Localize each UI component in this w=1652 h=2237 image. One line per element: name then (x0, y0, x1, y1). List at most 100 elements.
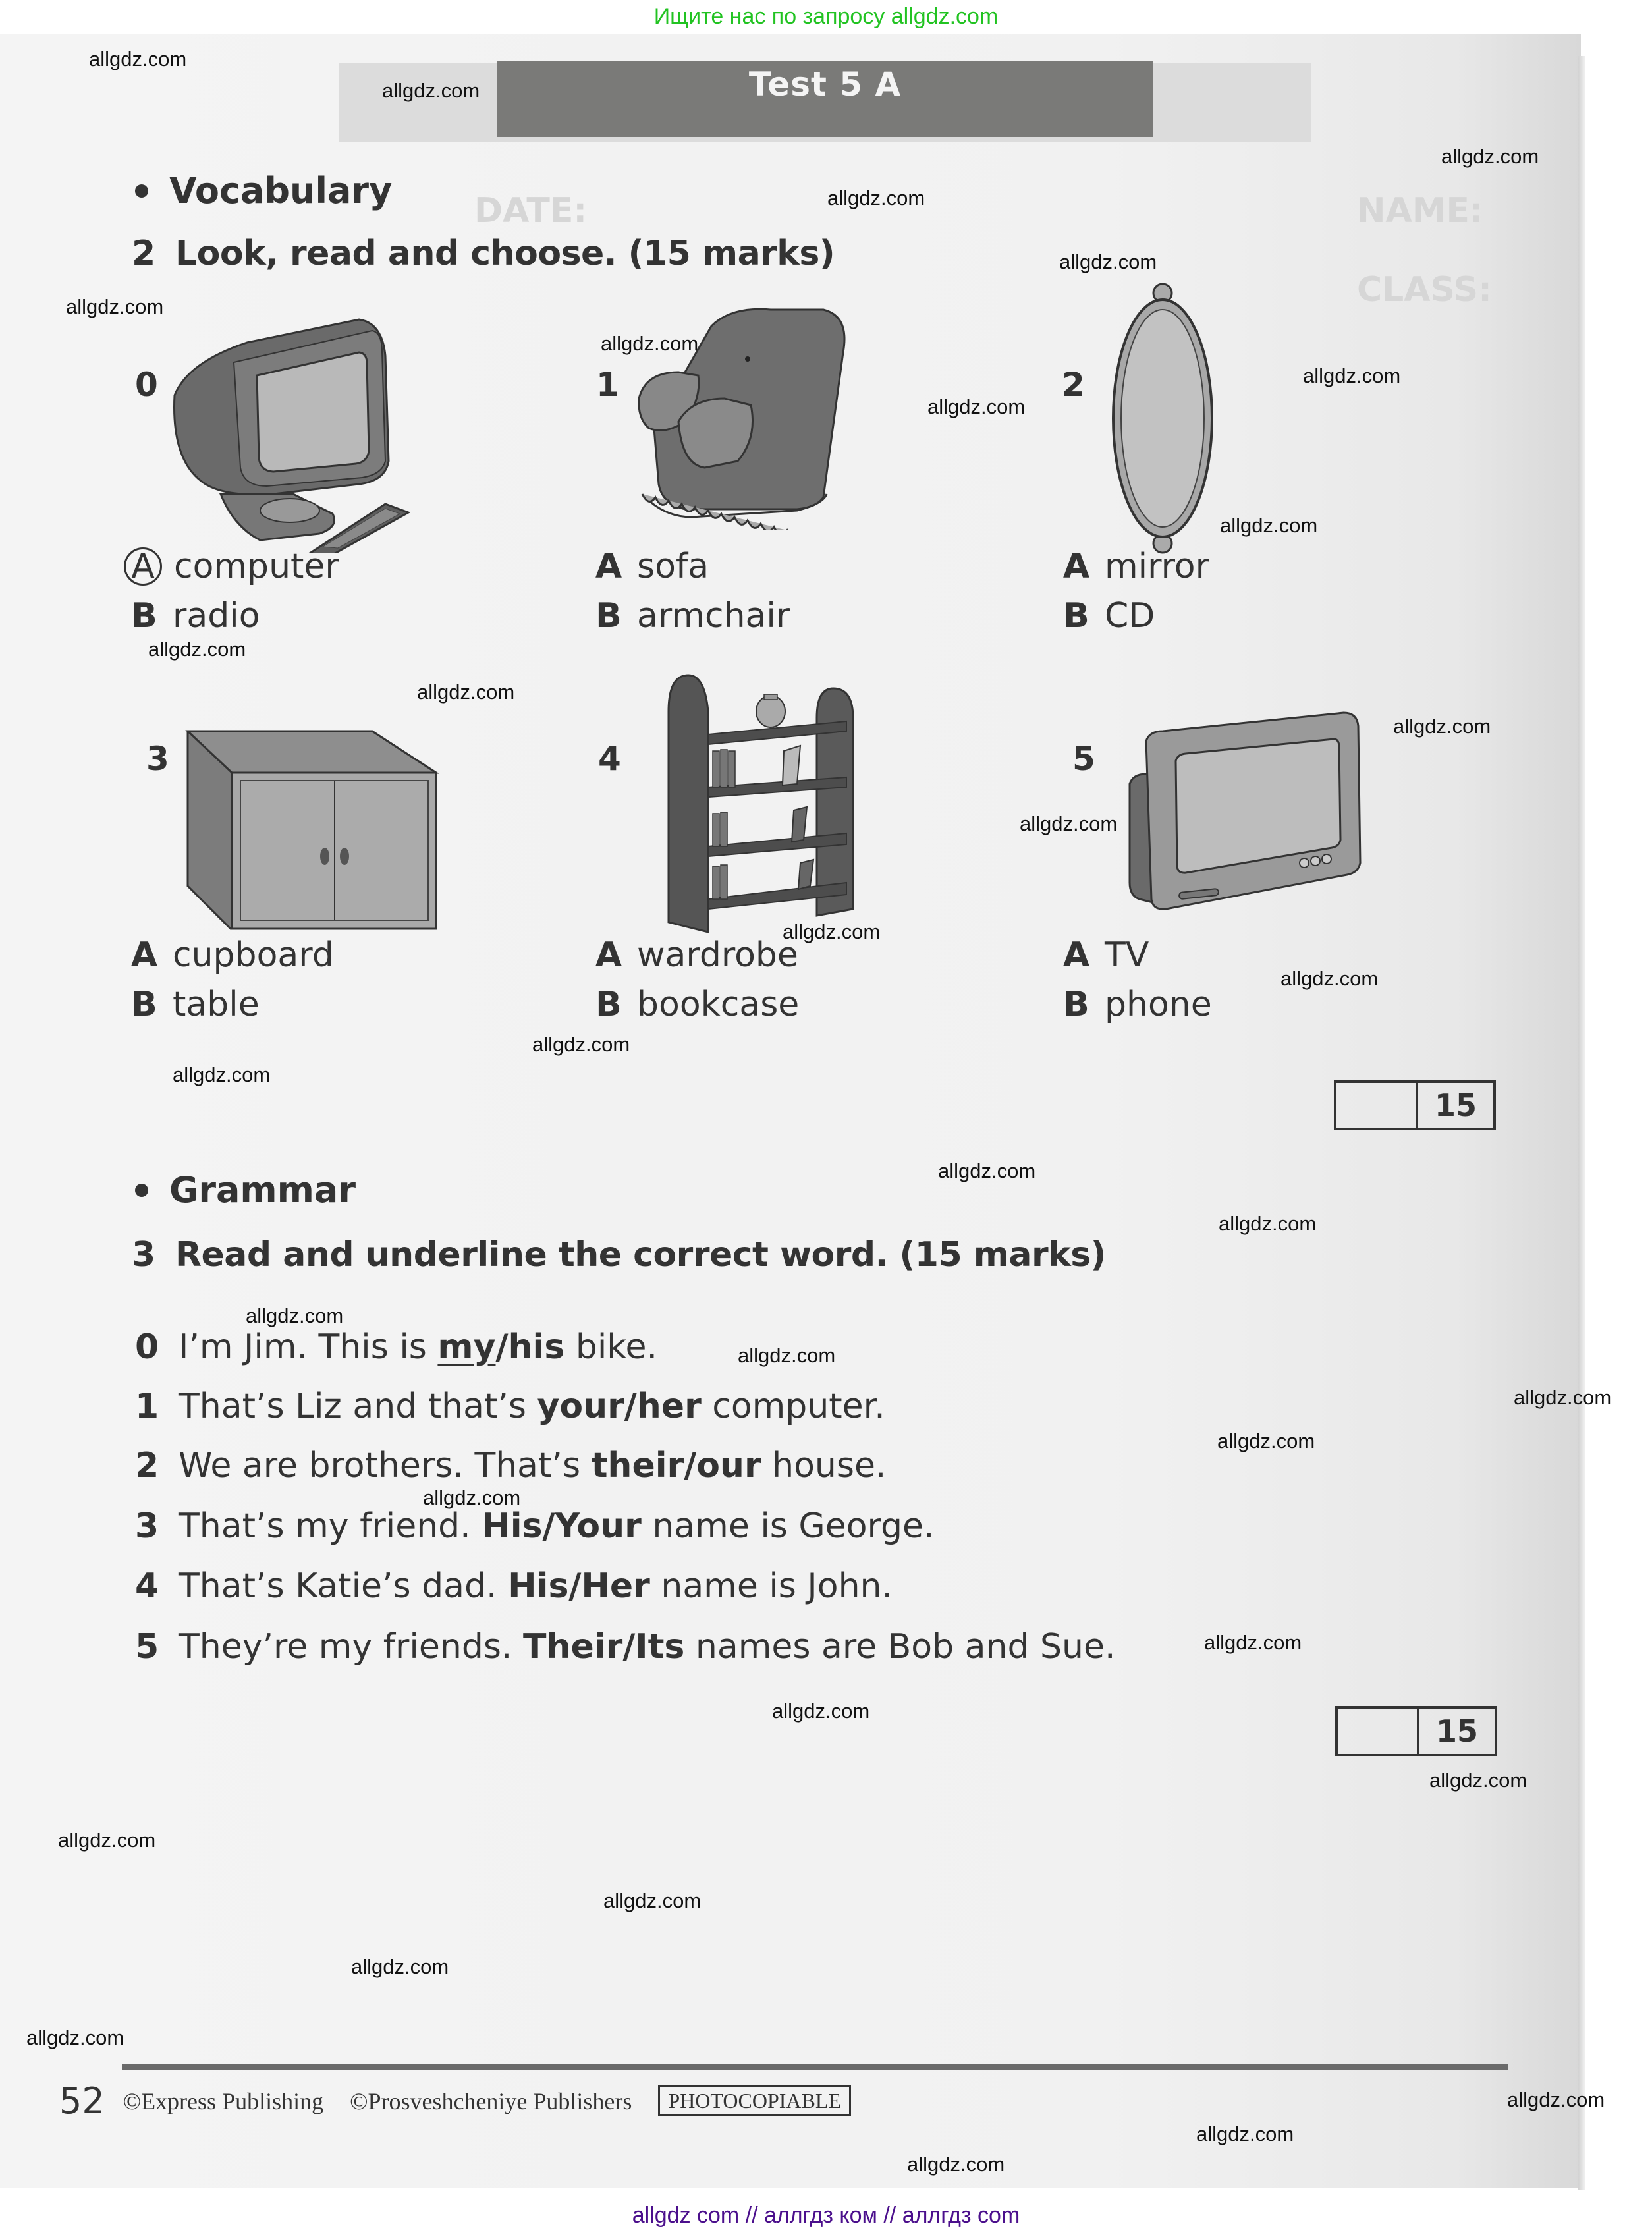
choice-their[interactable]: their (591, 1446, 684, 1485)
choice-your[interactable]: Your (555, 1506, 642, 1546)
choice-separator: / (684, 1446, 697, 1485)
watermark: allgdz.com (1280, 967, 1379, 990)
choice-their[interactable]: Their (522, 1627, 623, 1667)
page-edge (1578, 56, 1585, 2190)
choice-separator: / (495, 1327, 509, 1367)
sentence-text: computer. (701, 1387, 885, 1426)
watermark: allgdz.com (246, 1304, 344, 1327)
option-letter: B (1063, 596, 1089, 636)
option-b-armchair[interactable]: B armchair (590, 596, 790, 636)
option-a-sofa[interactable]: A sofa (590, 547, 709, 586)
choice-her[interactable]: Her (581, 1566, 650, 1606)
option-text: mirror (1105, 547, 1209, 586)
choice-his[interactable]: his (508, 1327, 565, 1367)
ghost-text: NAME: (1357, 191, 1483, 231)
option-letter: B (131, 985, 157, 1024)
option-text: table (173, 985, 260, 1024)
sentence-text: I’m Jim. This is (179, 1327, 438, 1367)
option-text: phone (1105, 985, 1212, 1024)
option-a-tv[interactable]: A TV (1057, 935, 1149, 975)
watermark: allgdz.com (26, 2026, 124, 2049)
watermark: allgdz.com (351, 1955, 449, 1978)
watermark: allgdz.com (1220, 514, 1318, 537)
score-input[interactable] (1338, 1709, 1419, 1754)
option-a-computer[interactable]: A computer (124, 547, 339, 586)
score-input[interactable] (1336, 1083, 1418, 1128)
watermark: allgdz.com (603, 1889, 702, 1912)
option-b-phone[interactable]: B phone (1057, 985, 1212, 1024)
watermark: allgdz.com (173, 1063, 271, 1086)
watermark: allgdz.com (89, 47, 187, 70)
bookcase-icon (667, 674, 854, 933)
sentence-text: bike. (564, 1327, 658, 1367)
armchair-icon (638, 308, 846, 530)
option-letter: B (595, 985, 622, 1024)
option-letter: A (1062, 547, 1090, 586)
watermark: allgdz.com (1514, 1386, 1612, 1409)
footer-rule (122, 2064, 1508, 2070)
watermark: allgdz.com (738, 1344, 836, 1367)
page-footer: 52 ©Express Publishing ©Prosveshcheniye … (59, 2080, 851, 2122)
watermark: allgdz.com (927, 395, 1026, 418)
task-text: Read and underline the correct word. (15… (175, 1235, 1106, 1275)
option-b-radio[interactable]: B radio (125, 596, 260, 636)
sentence-text: names are Bob and Sue. (684, 1627, 1116, 1667)
watermark: allgdz.com (382, 79, 480, 102)
choice-our[interactable]: our (696, 1446, 761, 1485)
option-a-cupboard[interactable]: A cupboard (125, 935, 334, 975)
watermark: allgdz.com (532, 1033, 630, 1056)
option-text: bookcase (637, 985, 800, 1024)
choice-separator: / (542, 1506, 555, 1546)
choice-separator: / (624, 1387, 637, 1426)
sentence-text: That’s Katie’s dad. (179, 1566, 509, 1606)
choice-its[interactable]: Its (635, 1627, 685, 1667)
sentence-text: name is John. (649, 1566, 893, 1606)
watermark: allgdz.com (1441, 145, 1539, 168)
ghost-text: DATE: (474, 191, 588, 231)
task-number: 2 (132, 234, 155, 273)
page-number: 52 (59, 2080, 105, 2122)
option-letter-selected: A (124, 547, 162, 586)
choice-her[interactable]: her (636, 1387, 702, 1426)
task-number: 3 (132, 1235, 155, 1275)
choice-his[interactable]: His (508, 1566, 569, 1606)
choice-his[interactable]: His (482, 1506, 543, 1546)
option-text: sofa (637, 547, 709, 586)
option-letter: A (595, 547, 622, 586)
watermark: allgdz.com (417, 680, 515, 704)
watermark: allgdz.com (827, 186, 925, 209)
watermark: allgdz.com (66, 295, 164, 318)
cupboard-icon (185, 730, 440, 930)
watermark: allgdz.com (938, 1159, 1036, 1182)
sentence-number: 5 (135, 1627, 159, 1667)
item-number: 4 (598, 740, 621, 778)
option-text: TV (1105, 935, 1149, 975)
publisher-express: ©Express Publishing (123, 2087, 324, 2114)
option-text: computer (174, 547, 339, 586)
sentence-text: name is George. (641, 1506, 935, 1546)
watermark: allgdz.com (1393, 715, 1491, 738)
option-text: wardrobe (637, 935, 798, 975)
option-b-bookcase[interactable]: B bookcase (590, 985, 799, 1024)
option-letter: A (130, 935, 158, 975)
option-b-cd[interactable]: B CD (1057, 596, 1155, 636)
sentence-number: 4 (135, 1566, 159, 1606)
watermark: allgdz.com (783, 920, 881, 943)
bottom-banner: allgdz com // аллгдз ком // аллгдз com (0, 2194, 1652, 2237)
sentence-text: That’s Liz and that’s (179, 1387, 537, 1426)
watermark: allgdz.com (1059, 250, 1157, 273)
test-title-text: Test 5 A (748, 65, 902, 103)
choice-my-underlined[interactable]: my (437, 1327, 496, 1367)
choice-separator: / (622, 1627, 636, 1667)
option-letter: A (1062, 935, 1090, 975)
option-a-wardrobe[interactable]: A wardrobe (590, 935, 798, 975)
choice-your[interactable]: your (537, 1387, 624, 1426)
option-b-table[interactable]: B table (125, 985, 260, 1024)
bullet-icon (135, 1183, 148, 1197)
option-a-mirror[interactable]: A mirror (1057, 547, 1209, 586)
watermark: allgdz.com (601, 332, 699, 355)
